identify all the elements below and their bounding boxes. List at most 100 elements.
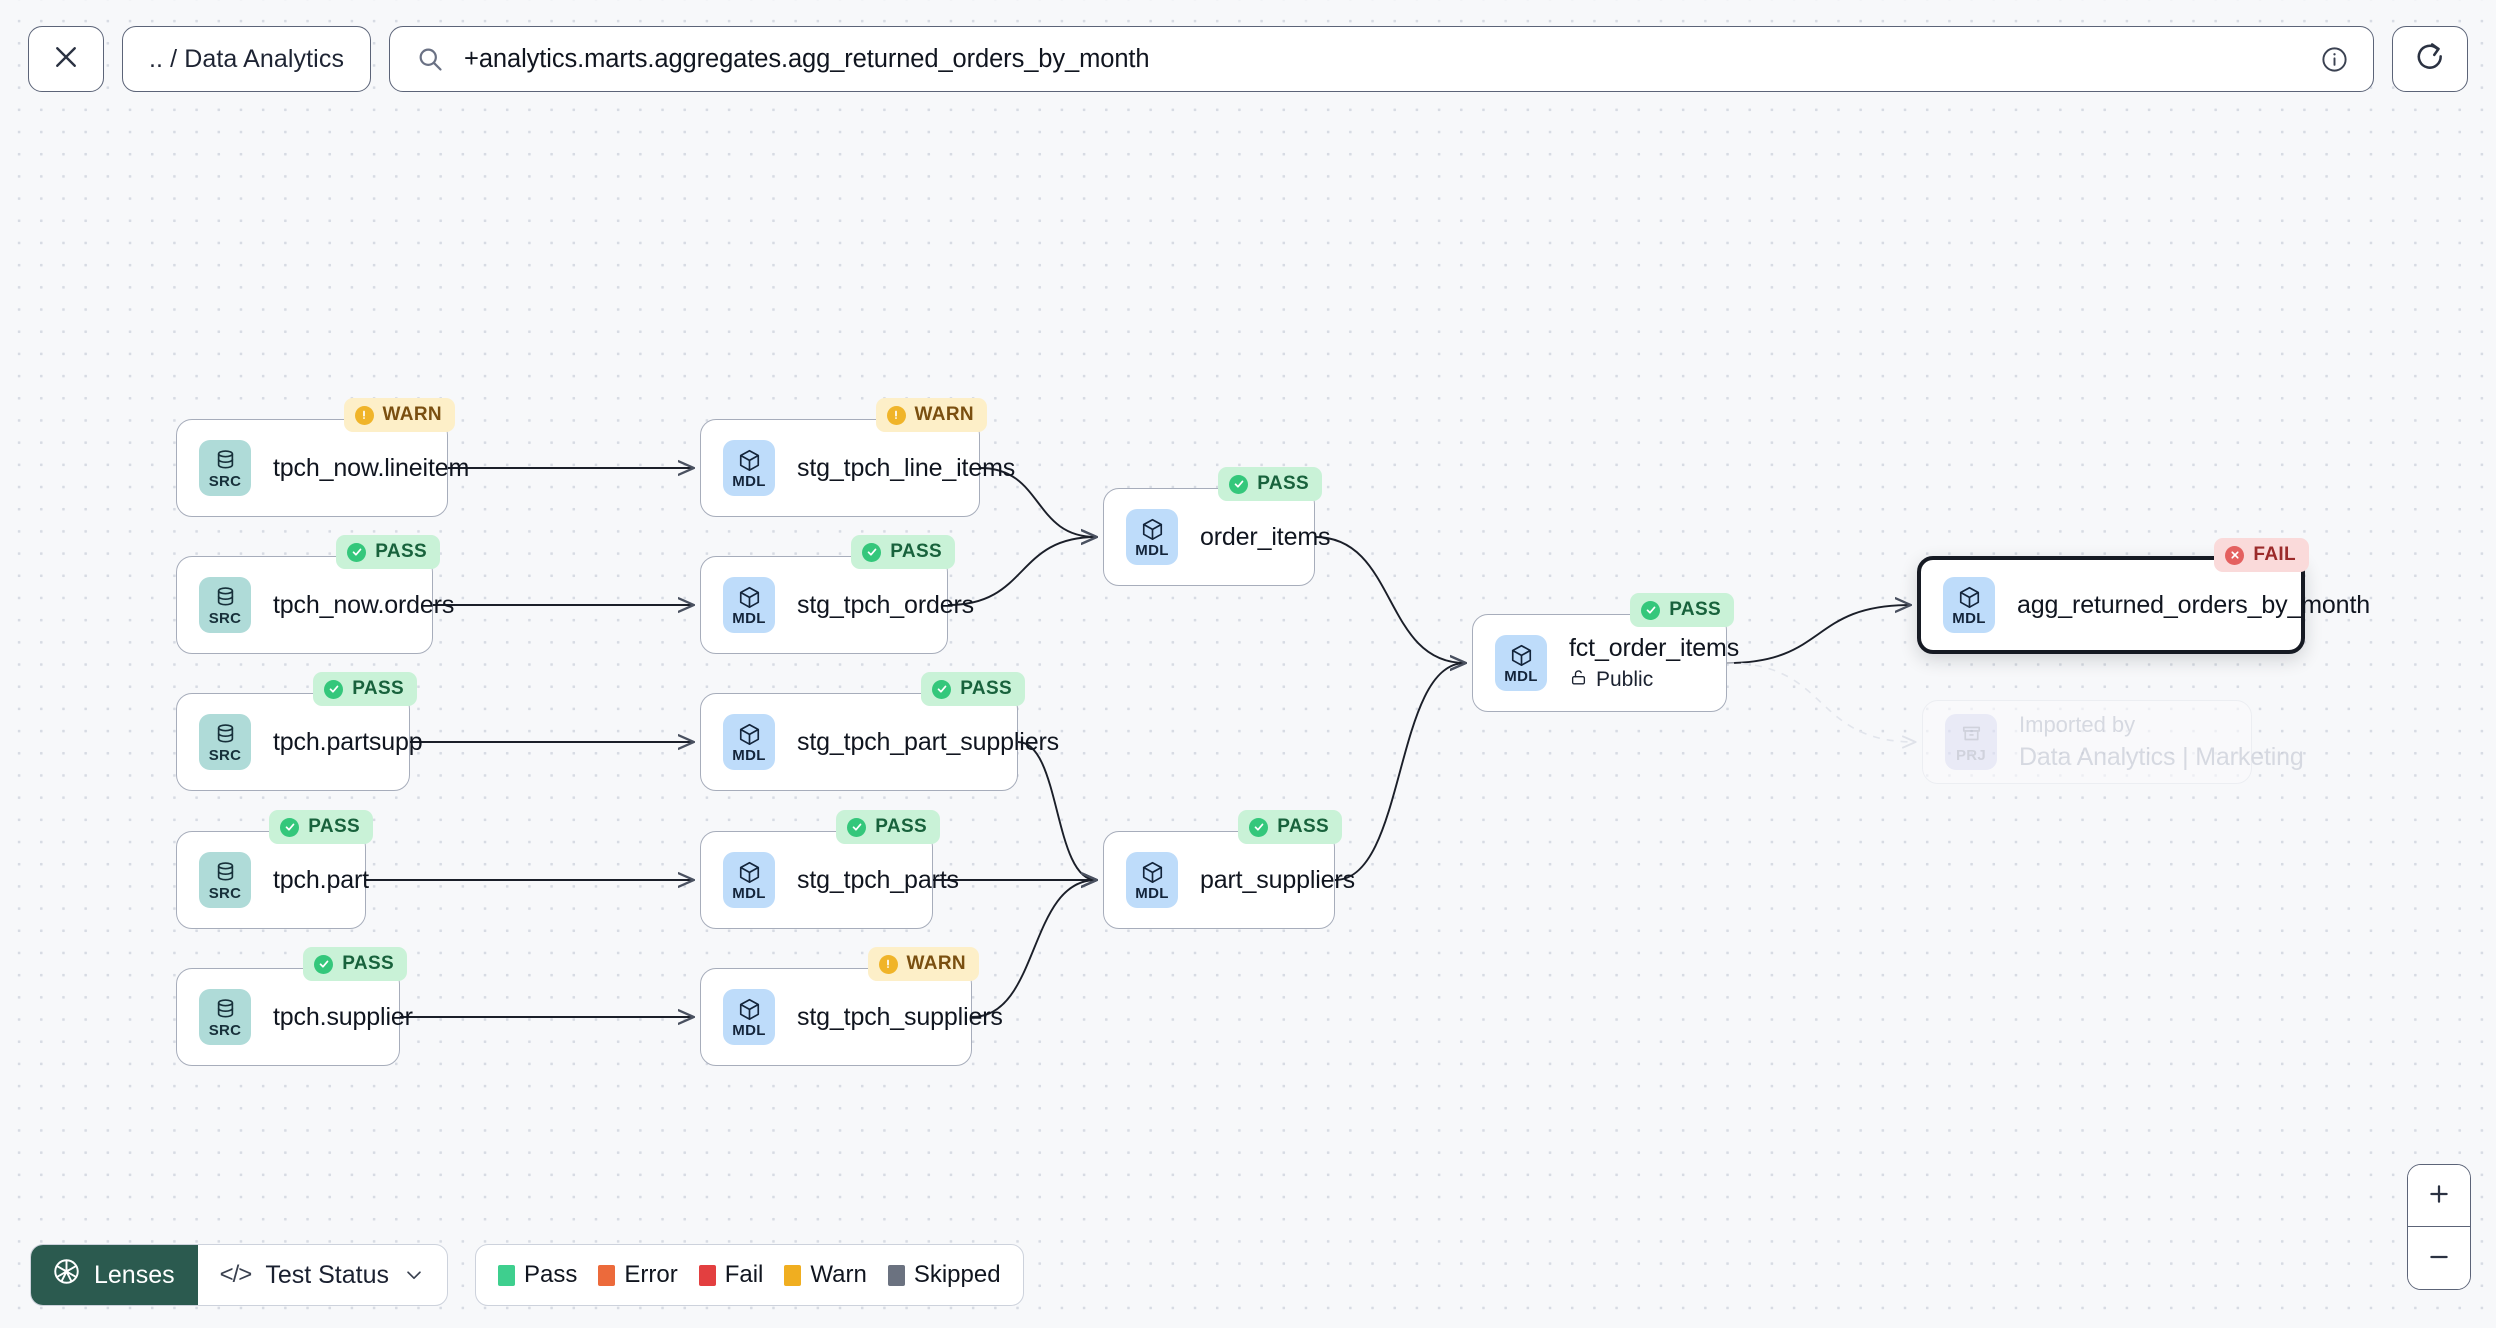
node-body: tpch.part <box>273 866 369 895</box>
node-body: stg_tpch_orders <box>797 591 974 620</box>
status-badge-warn: WARN <box>867 947 979 981</box>
node-title: tpch.supplier <box>273 1002 413 1031</box>
status-badge-pass: PASS <box>1630 593 1734 627</box>
graph-node-stg_partsup[interactable]: MDL stg_tpch_part_suppliers PASS <box>700 672 1059 791</box>
legend-label: Fail <box>724 1261 764 1288</box>
edge-fct_order-to-agg_returned <box>1726 605 1910 664</box>
legend-item-fail[interactable]: Fail <box>698 1261 764 1289</box>
node-title: stg_tpch_part_suppliers <box>797 727 1059 756</box>
aperture-icon <box>52 1257 81 1293</box>
node-kind-label: MDL <box>1504 667 1538 685</box>
legend-item-error[interactable]: Error <box>598 1261 678 1289</box>
refresh-button[interactable] <box>2392 26 2468 92</box>
legend-label: Pass <box>524 1261 578 1288</box>
status-badge-label: WARN <box>906 953 966 974</box>
node-title: tpch_now.orders <box>273 590 455 619</box>
status-badge-pass: PASS <box>921 672 1025 706</box>
graph-node-stg_parts[interactable]: MDL stg_tpch_parts PASS <box>700 810 959 929</box>
status-badge-warn: WARN <box>343 398 455 432</box>
status-badge-label: PASS <box>1669 599 1721 620</box>
status-badge-pass: PASS <box>836 810 940 844</box>
status-pass-icon <box>847 817 867 837</box>
node-kind-label: MDL <box>1135 884 1169 902</box>
zoom-controls <box>2407 1164 2471 1290</box>
status-warn-icon <box>886 405 906 425</box>
node-top-label: Imported by <box>2019 712 2136 737</box>
legend-label: Error <box>624 1261 678 1288</box>
code-icon: </> <box>219 1261 253 1288</box>
top-toolbar: .. / Data Analytics +analytics.marts.agg… <box>0 0 2496 118</box>
breadcrumb-label: .. / Data Analytics <box>149 44 345 73</box>
status-pass-icon <box>932 679 952 699</box>
cube-icon: MDL <box>1495 635 1547 691</box>
legend-swatch-error <box>598 1264 616 1286</box>
status-badge-pass: PASS <box>851 535 955 569</box>
legend-swatch-fail <box>698 1264 716 1286</box>
edge-order_items-to-fct_order <box>1314 536 1465 663</box>
node-kind-label: MDL <box>732 746 766 764</box>
graph-node-agg_returned[interactable]: MDL agg_returned_orders_by_month FAIL <box>1917 538 2370 654</box>
zoom-out-button[interactable] <box>2408 1227 2470 1289</box>
status-badge-pass: PASS <box>269 810 373 844</box>
node-kind-label: MDL <box>732 472 766 490</box>
status-pass-icon <box>347 542 367 562</box>
status-badge-label: PASS <box>960 678 1012 699</box>
info-icon[interactable] <box>2320 45 2349 74</box>
lens-select-test-status[interactable]: </> Test Status <box>198 1245 447 1305</box>
zoom-in-button[interactable] <box>2408 1165 2470 1227</box>
search-value: +analytics.marts.aggregates.agg_returned… <box>464 44 1150 73</box>
status-legend: Pass Error Fail Warn Skipped <box>475 1244 1024 1306</box>
node-body: tpch_now.lineitem <box>273 453 470 483</box>
cube-icon: MDL <box>723 714 775 770</box>
breadcrumb[interactable]: .. / Data Analytics <box>122 26 372 92</box>
status-fail-icon <box>2225 545 2245 565</box>
status-badge-fail: FAIL <box>2214 538 2309 572</box>
node-body: part_suppliers <box>1200 866 1355 895</box>
node-kind-label: SRC <box>208 746 242 764</box>
lenses-button[interactable]: Lenses <box>31 1245 198 1305</box>
node-body: stg_tpch_parts <box>797 866 959 895</box>
graph-node-part_supplier[interactable]: MDL part_suppliers PASS <box>1103 810 1355 929</box>
graph-node-src_orders[interactable]: SRC tpch_now.orders PASS <box>176 535 455 654</box>
database-icon: SRC <box>199 714 251 770</box>
node-title: tpch_now.lineitem <box>273 453 470 482</box>
legend-item-pass[interactable]: Pass <box>498 1261 577 1289</box>
legend-item-warn[interactable]: Warn <box>784 1261 867 1289</box>
database-icon: SRC <box>199 577 251 633</box>
chevron-down-icon <box>403 1264 425 1286</box>
search-input[interactable]: +analytics.marts.aggregates.agg_returned… <box>389 26 2374 92</box>
node-body: agg_returned_orders_by_month <box>2017 591 2370 620</box>
cube-icon: MDL <box>1943 577 1995 633</box>
graph-node-src_part[interactable]: SRC tpch.part PASS <box>176 810 373 929</box>
node-kind-label: SRC <box>208 609 242 627</box>
node-title: order_items <box>1200 522 1331 551</box>
database-icon: SRC <box>199 989 251 1045</box>
close-button[interactable] <box>28 26 104 92</box>
node-kind-label: SRC <box>208 884 242 902</box>
status-badge-label: FAIL <box>2253 544 2296 565</box>
status-badge-pass: PASS <box>336 535 440 569</box>
status-badge-label: WARN <box>914 404 974 425</box>
legend-item-skipped[interactable]: Skipped <box>887 1261 1001 1289</box>
node-body: tpch.partsupp <box>273 728 423 757</box>
lens-control-group: Lenses </> Test Status <box>30 1244 448 1306</box>
node-body: tpch.supplier <box>273 1002 413 1032</box>
unlock-icon <box>1569 668 1588 693</box>
legend-label: Warn <box>810 1261 867 1288</box>
status-badge-label: PASS <box>308 816 360 837</box>
database-icon: SRC <box>199 852 251 908</box>
edge-stg_line-to-order_items <box>979 467 1096 537</box>
status-badge-label: PASS <box>1277 816 1329 837</box>
cube-icon: MDL <box>723 852 775 908</box>
